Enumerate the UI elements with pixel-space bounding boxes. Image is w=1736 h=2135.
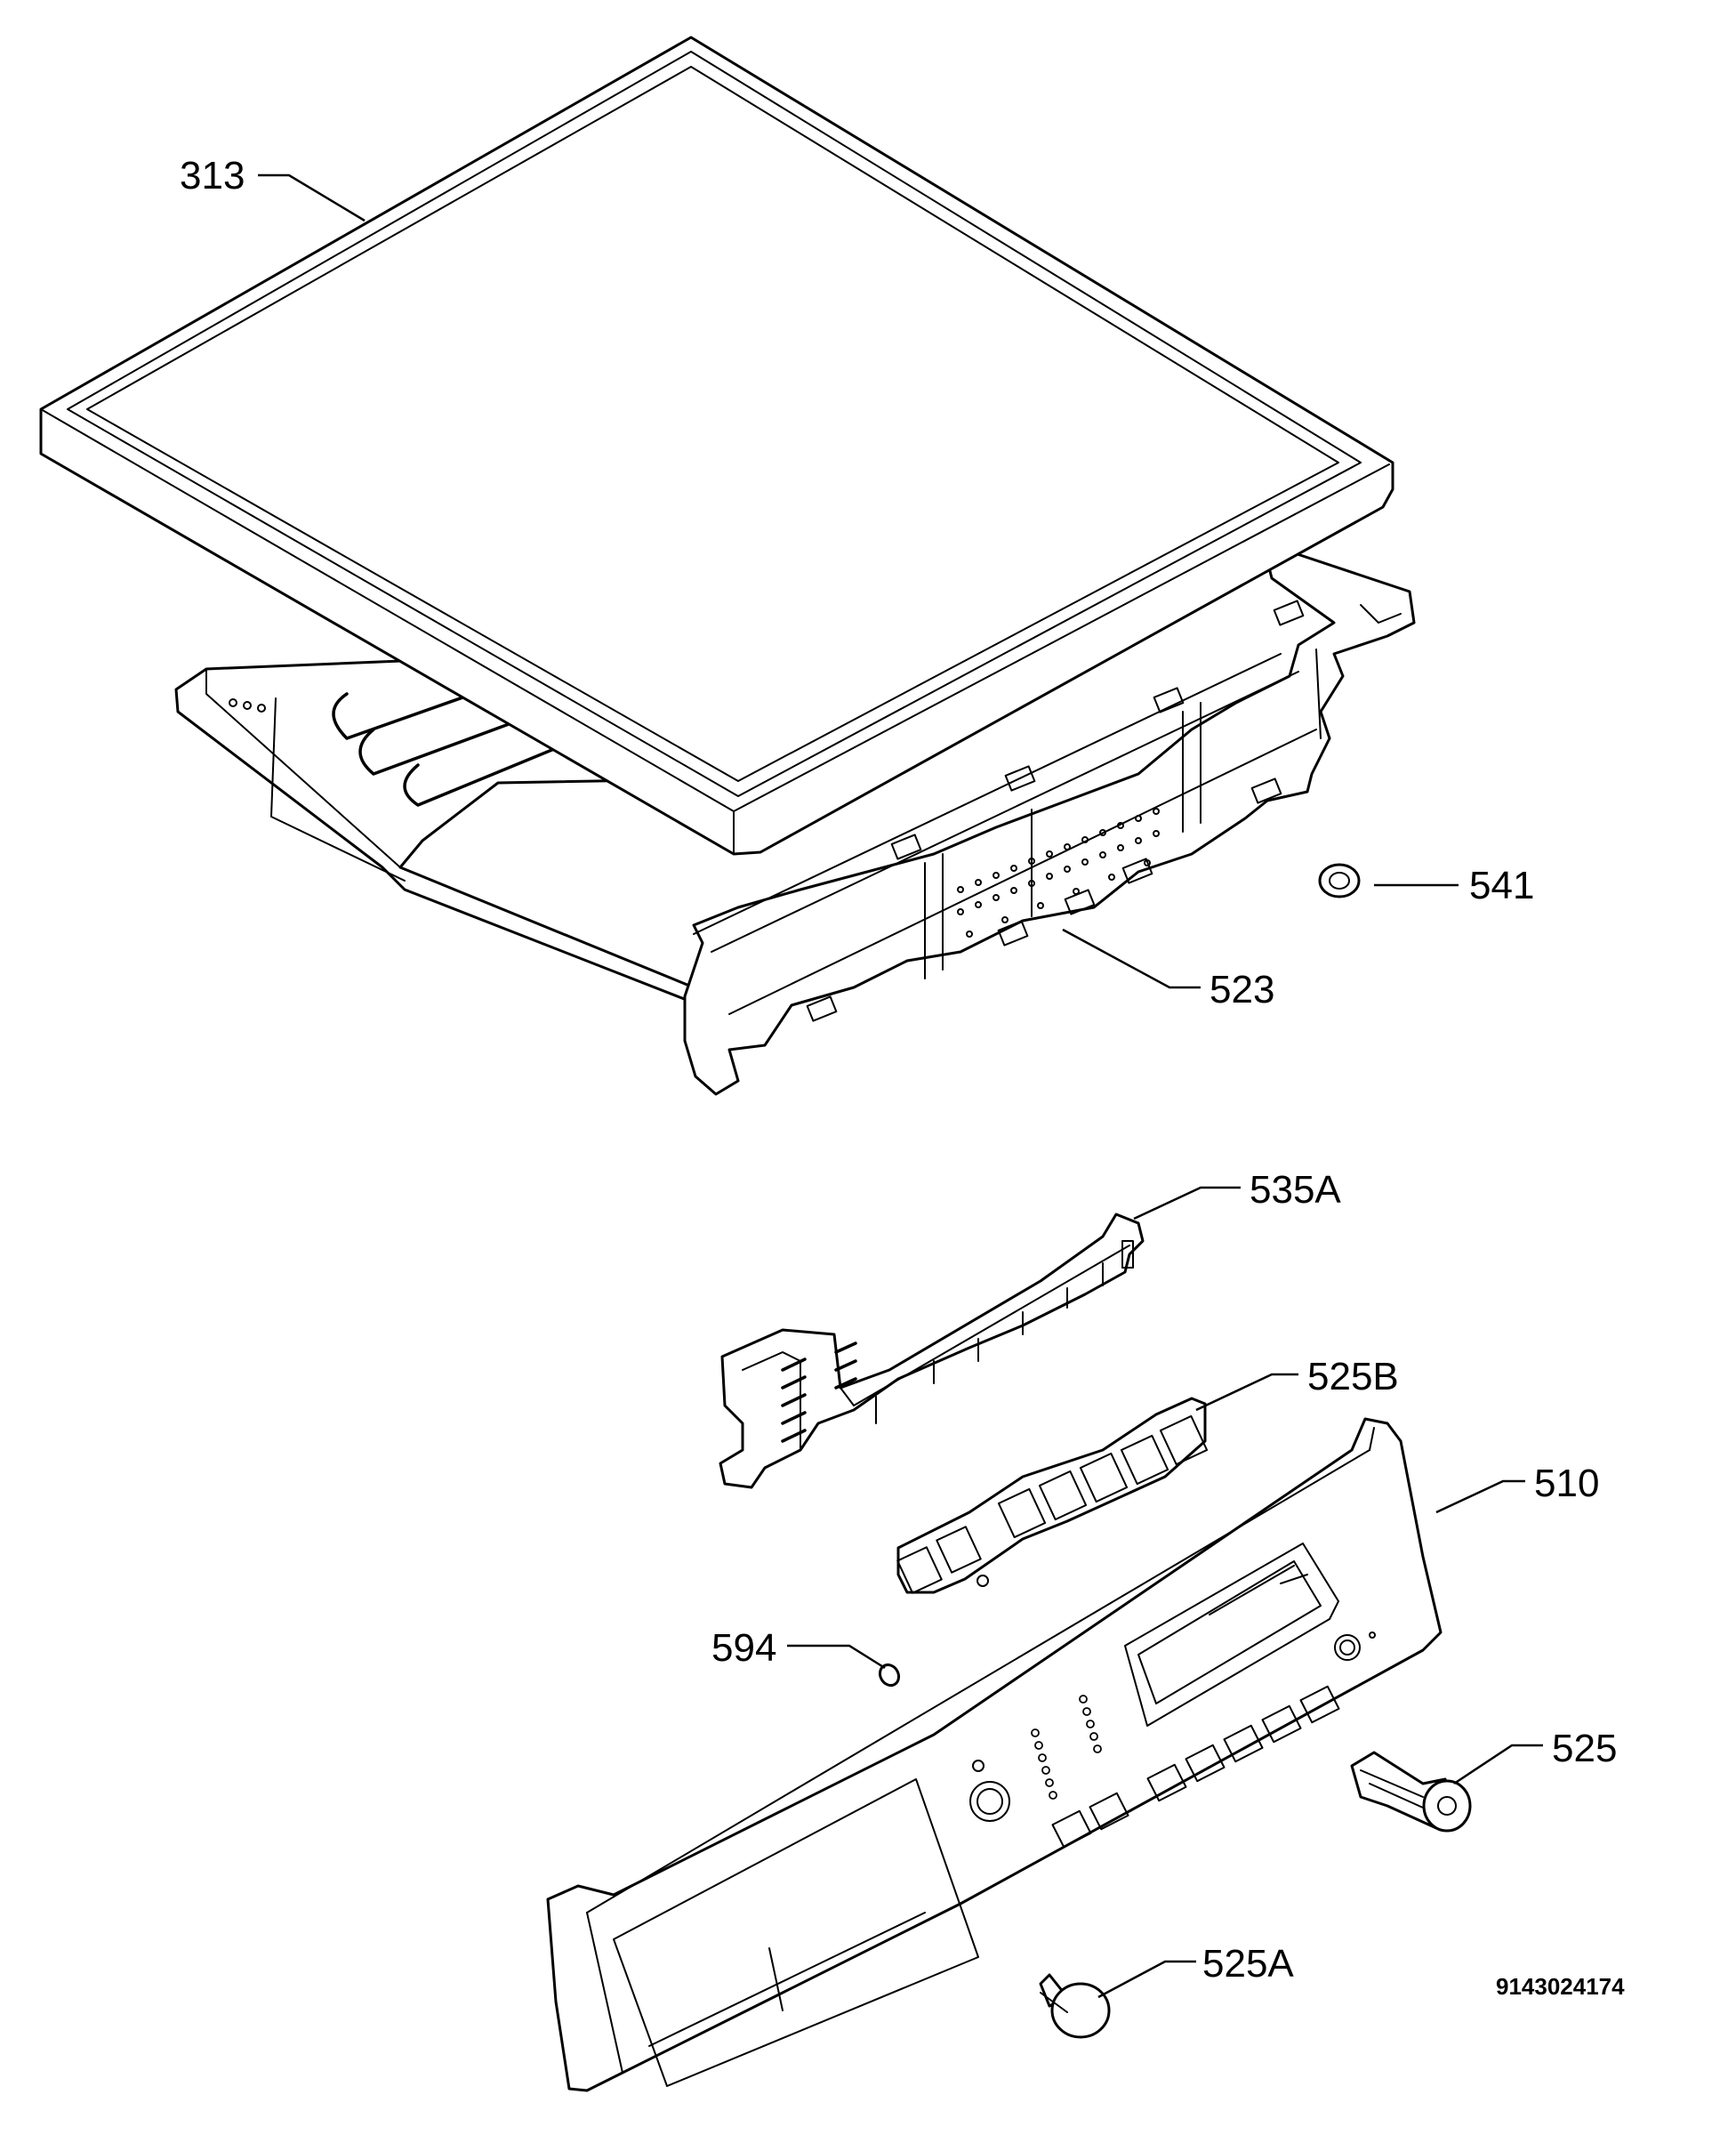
- button-key: [1079, 1452, 1129, 1503]
- indicator-leds: [1031, 1695, 1102, 1800]
- part-535A-electronic-board: [719, 1213, 1145, 1489]
- label-525A: 525A: [1202, 1942, 1294, 1986]
- label-525: 525: [1552, 1727, 1617, 1770]
- button-key: [1038, 1470, 1088, 1521]
- label-525B: 525B: [1307, 1355, 1399, 1398]
- part-525-knob: [1350, 1751, 1472, 1833]
- part-510-control-panel: [546, 1417, 1443, 2092]
- part-525B-button-block: [896, 1397, 1209, 1594]
- part-594-screw: [878, 1663, 901, 1688]
- part-525A-push-button: [1039, 1973, 1111, 2039]
- button-key: [997, 1487, 1047, 1539]
- label-313: 313: [180, 154, 245, 197]
- button-key: [936, 1526, 982, 1574]
- button-key: [896, 1546, 943, 1594]
- part-313-worktop-lid: [39, 36, 1394, 856]
- label-510: 510: [1534, 1462, 1599, 1505]
- label-594: 594: [711, 1626, 776, 1670]
- button-key: [1159, 1414, 1209, 1466]
- drawing-number: 9143024174: [1496, 1973, 1625, 2000]
- button-key: [1120, 1434, 1169, 1486]
- frame-vent-holes: [957, 808, 1160, 938]
- label-535A: 535A: [1250, 1168, 1341, 1212]
- label-541: 541: [1469, 864, 1534, 907]
- leader-lines: [258, 173, 1543, 1999]
- label-523: 523: [1210, 968, 1274, 1011]
- part-541-grommet: [1318, 863, 1361, 898]
